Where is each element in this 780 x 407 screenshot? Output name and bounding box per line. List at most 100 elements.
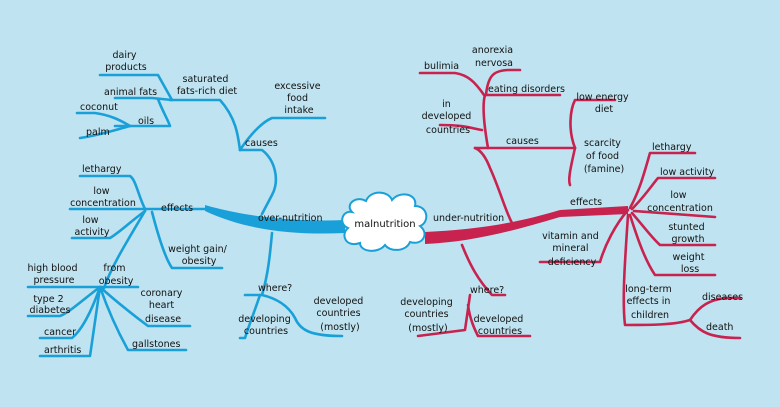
type-2-diabetes: type 2 diabetes <box>30 294 71 316</box>
under-low-concentration: low concentration <box>647 190 713 214</box>
high-blood-pressure: high blood pressure <box>27 263 80 286</box>
under-developing-line-1: developing <box>400 297 453 308</box>
under-developing-line-3: (mostly) <box>408 323 447 334</box>
low-energy-diet: low energy diet <box>576 92 631 115</box>
saturated-fats-rich-diet: saturated fats-rich diet <box>177 74 238 97</box>
excessive-food-intake: excessive food intake <box>274 81 323 116</box>
scarcity-line-1: scarcity <box>584 138 621 149</box>
over-developed-line-3: (mostly) <box>320 322 359 333</box>
chd-line-1: coronary <box>141 288 183 299</box>
anorexia-nervosa: anorexia nervosa <box>472 45 516 69</box>
arthritis: arthritis <box>44 345 81 356</box>
over-nutrition-lines <box>26 73 345 358</box>
under-low-concentration-line-2: concentration <box>647 203 713 214</box>
over-developing-line-2: countries <box>244 326 288 337</box>
long-term-line-1: long-term <box>625 284 672 295</box>
under-developed-line-1: developed <box>474 314 524 325</box>
weight-loss: weight loss <box>672 252 707 275</box>
diabetes-line-1: type 2 <box>33 294 63 305</box>
over-developing-line-1: developing <box>238 314 291 325</box>
over-low-concentration: low concentration <box>70 186 136 209</box>
saturated-line-1: saturated <box>183 74 229 85</box>
over-developed-countries: developed countries (mostly) <box>314 296 367 333</box>
center-cloud[interactable]: malnutrition <box>341 191 428 252</box>
death: death <box>706 322 733 333</box>
saturated-line-2: fats-rich diet <box>177 86 238 97</box>
stunted-line-1: stunted <box>668 222 704 233</box>
cancer: cancer <box>44 327 76 338</box>
over-low-activity-line-2: activity <box>74 227 109 238</box>
under-developed-countries: developed countries <box>474 314 527 337</box>
chd-line-2: heart <box>149 300 175 311</box>
under-developing-countries: developing countries (mostly) <box>400 297 456 334</box>
under-developed-line-2: countries <box>478 326 522 337</box>
weight-gain-line-2: obesity <box>182 256 217 267</box>
over-effects-label: effects <box>161 203 193 214</box>
over-causes-label: causes <box>245 138 278 149</box>
scarcity-line-3: (famine) <box>584 164 624 175</box>
vitamin-line-1: vitamin and <box>542 231 599 242</box>
over-developed-line-2: countries <box>316 308 360 319</box>
in-developed-line-3: countries <box>426 125 470 136</box>
over-nutrition-label: over-nutrition <box>258 213 323 224</box>
from-obesity: from obesity <box>99 263 134 287</box>
excessive-food-intake-line-3: intake <box>284 105 313 116</box>
coconut: coconut <box>80 102 118 113</box>
diseases: diseases <box>702 292 743 303</box>
long-term-effects: long-term effects in children <box>625 284 675 321</box>
over-where-label: where? <box>258 283 292 294</box>
under-where-label: where? <box>470 285 504 296</box>
coronary-heart-disease: coronary heart disease <box>141 288 186 325</box>
excessive-food-intake-line-1: excessive <box>274 81 320 92</box>
center-label: malnutrition <box>354 219 415 230</box>
animal-fats: animal fats <box>104 87 157 98</box>
diabetes-line-2: diabetes <box>30 305 71 316</box>
long-term-line-2: effects in <box>627 296 671 307</box>
anorexia-line-2: nervosa <box>475 58 513 69</box>
low-energy-line-1: low energy <box>576 92 629 103</box>
under-nutrition-lines <box>416 68 742 340</box>
under-low-concentration-line-1: low <box>670 190 686 201</box>
excessive-food-intake-line-2: food <box>287 93 308 104</box>
under-lethargy: lethargy <box>652 142 692 153</box>
weight-gain-obesity: weight gain/ obesity <box>168 244 230 267</box>
under-nutrition-label: under-nutrition <box>433 213 504 224</box>
under-low-activity: low activity <box>660 167 715 178</box>
from-obesity-line-2: obesity <box>99 276 134 287</box>
in-developed-line-1: in <box>442 99 451 110</box>
over-nutrition-text: over-nutrition causes excessive food int… <box>27 50 367 356</box>
eating-disorders: eating disorders <box>488 84 565 95</box>
long-term-line-3: children <box>631 310 669 321</box>
chd-line-3: disease <box>145 314 181 325</box>
over-low-concentration-line-2: concentration <box>70 198 136 209</box>
low-energy-line-2: diet <box>595 104 614 115</box>
in-developed-countries: in developed countries <box>422 99 475 136</box>
over-low-concentration-line-1: low <box>93 186 109 197</box>
scarcity-of-food: scarcity of food (famine) <box>584 138 624 175</box>
bulimia: bulimia <box>424 61 459 72</box>
weight-loss-line-2: loss <box>681 264 699 275</box>
vitamin-line-2: mineral <box>552 243 588 254</box>
over-low-activity: low activity <box>74 215 109 238</box>
dairy-line-1: dairy <box>112 50 136 61</box>
high-bp-line-2: pressure <box>33 275 74 286</box>
dairy-line-2: products <box>105 62 147 73</box>
stunted-growth: stunted growth <box>668 222 707 245</box>
from-obesity-line-1: from <box>103 263 125 274</box>
weight-loss-line-1: weight <box>672 252 704 263</box>
stunted-line-2: growth <box>671 234 704 245</box>
anorexia-line-1: anorexia <box>472 45 513 56</box>
scarcity-line-2: of food <box>586 151 619 162</box>
dairy-products: dairy products <box>105 50 147 73</box>
over-low-activity-line-1: low <box>82 215 98 226</box>
under-causes-label: causes <box>506 136 539 147</box>
in-developed-line-2: developed <box>422 111 472 122</box>
under-nutrition-text: under-nutrition causes eating disorders … <box>400 45 743 337</box>
over-developing-countries: developing countries <box>238 314 294 337</box>
over-developed-line-1: developed <box>314 296 364 307</box>
gallstones: gallstones <box>132 339 180 350</box>
high-bp-line-1: high blood <box>27 263 77 274</box>
palm: palm <box>86 127 110 138</box>
weight-gain-line-1: weight gain/ <box>168 244 228 255</box>
